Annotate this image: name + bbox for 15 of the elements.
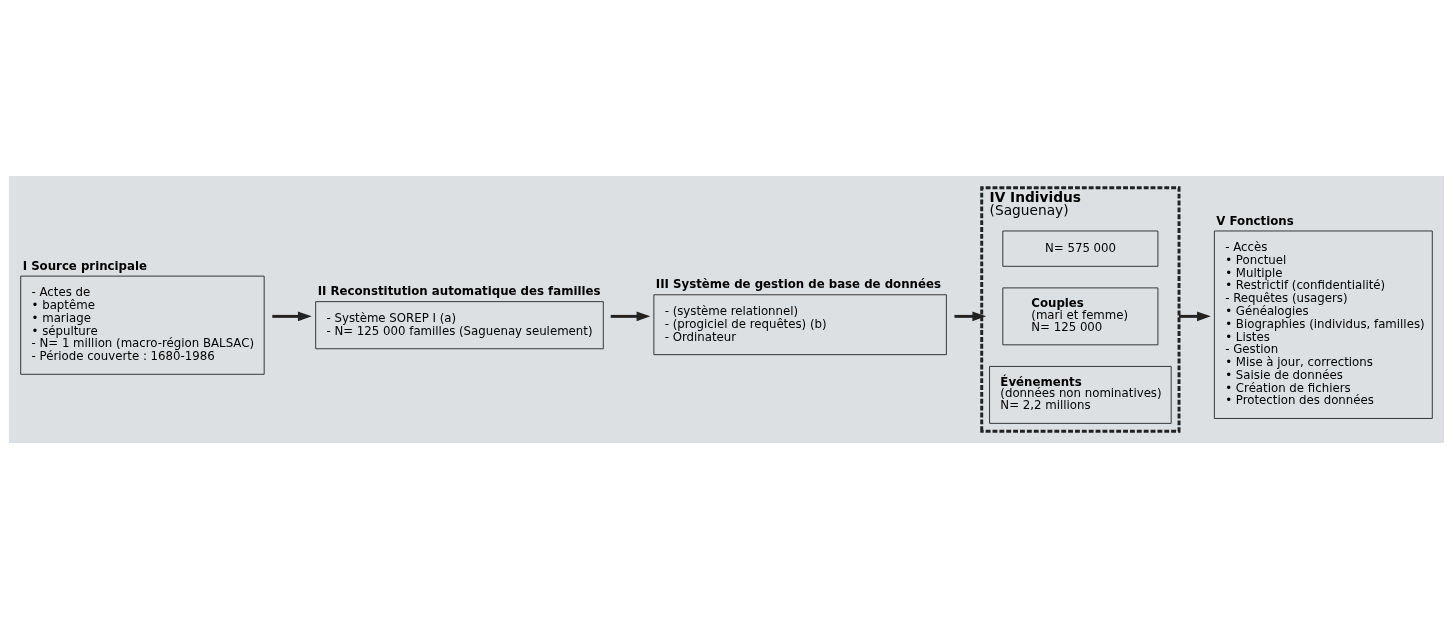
arrow <box>954 311 987 321</box>
node-label: III Système de gestion de base de données <box>655 276 941 291</box>
node-box: - Accès • Ponctuel • Multiple • Restrictif (confidentialité) - Requêtes (usagers) • Généalogies • Biographies (individus, familles) • Listes - Gestion • Mise à jour, corrections • Saisie de données • Création de fichiers • Protection des données <box>1213 230 1433 419</box>
node-box: Couples (mari et femme) N= 125 000 <box>1002 286 1159 345</box>
node-box: - Système SOREP I (a) - N= 125 000 familles (Saguenay seulement) <box>315 300 604 349</box>
node-label: V Fonctions <box>1216 213 1294 228</box>
node-label: I Source principale <box>22 258 147 273</box>
node-box: Événements (données non nominatives) N= 2,2 millions <box>989 365 1172 424</box>
node-box: - (système relationnel) - (progiciel de requêtes) (b) - Ordinateur <box>653 293 947 355</box>
arrow <box>1179 311 1211 321</box>
node-label: II Reconstitution automatique des familles <box>317 283 601 298</box>
arrow <box>610 311 651 321</box>
node-box: - Actes de • baptême • mariage • sépulture - N= 1 million (macro-région BALSAC) - Période couverte : 1680-1986 <box>20 275 265 375</box>
arrow <box>272 311 312 321</box>
node-box: N= 575 000 <box>1002 230 1159 267</box>
